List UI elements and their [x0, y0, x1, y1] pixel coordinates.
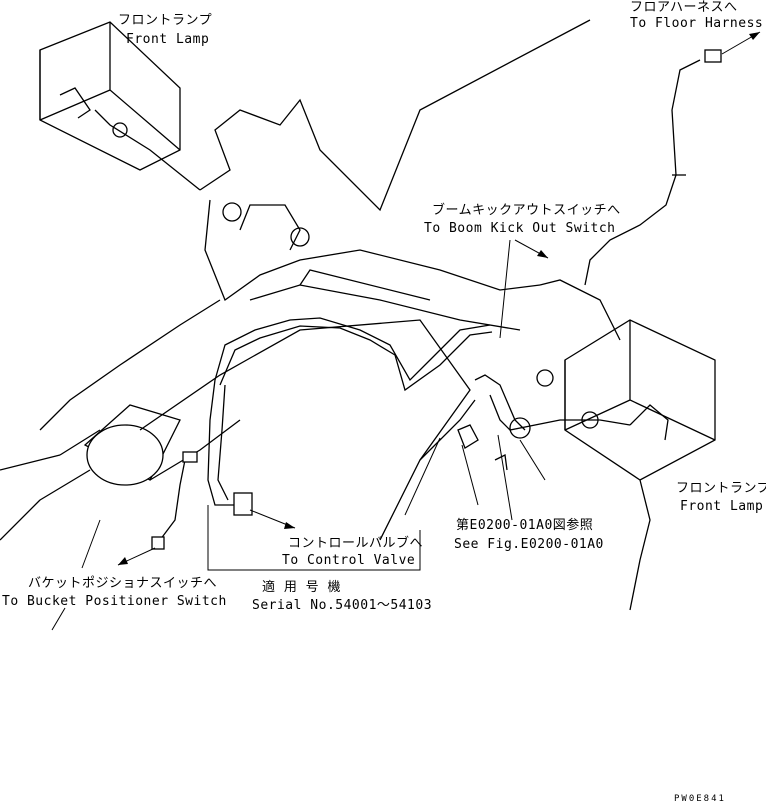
harness-wires: [151, 49, 722, 550]
floor-harness-jp: フロアハーネスへ: [630, 0, 738, 15]
floor-harness-en: To Floor Harness: [630, 16, 764, 31]
chassis-drawing: [0, 19, 591, 541]
serial-jp: 適 用 号 機: [262, 580, 341, 595]
bucket-positioner-jp: バケットポジショナスイッチへ: [28, 576, 218, 591]
boom-kickout-en: To Boom Kick Out Switch: [424, 221, 616, 236]
control-valve-en: To Control Valve: [282, 553, 416, 568]
front-lamp-right-en: Front Lamp: [680, 499, 764, 514]
see-fig-en: See Fig.E0200-01A0: [454, 537, 604, 552]
front-lamp-right-jp: フロントランプ: [676, 481, 766, 496]
boom-kickout-jp: ブームキックアウトスイッチへ: [432, 203, 621, 218]
control-valve-jp: コントロールバルブへ: [288, 536, 424, 551]
callout-arrows: [51, 31, 761, 631]
front-lamp-right-drawing: [536, 279, 716, 611]
drawing-code: PW0E841: [674, 794, 726, 804]
serial-en: Serial No.54001～54103: [252, 598, 433, 613]
front-lamp-left-drawing: [39, 21, 201, 191]
see-fig-jp: 第E0200-01A0図参照: [456, 518, 594, 533]
front-lamp-left-jp: フロントランプ: [118, 13, 213, 28]
serial-bracket: [207, 505, 421, 571]
bucket-positioner-en: To Bucket Positioner Switch: [2, 594, 227, 609]
front-lamp-left-en: Front Lamp: [126, 32, 210, 47]
